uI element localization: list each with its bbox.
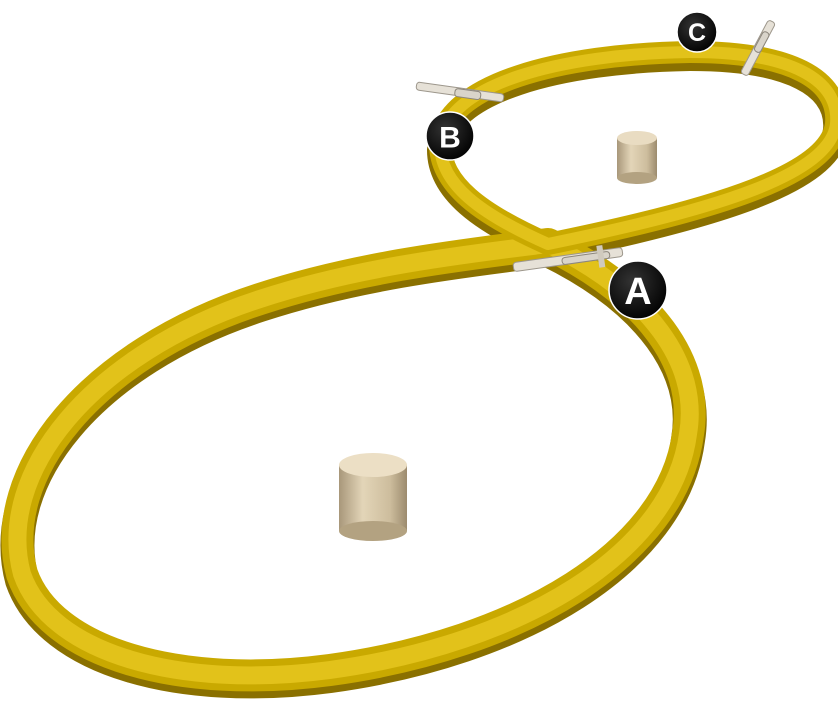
marker-c-label: C	[688, 19, 706, 47]
airplane-icon	[415, 81, 505, 103]
track-figure-eight	[1, 41, 838, 692]
marker-a-label: A	[624, 271, 651, 313]
airplane-icon	[740, 20, 776, 76]
marker-b: B	[425, 111, 475, 161]
airplane-icon	[512, 245, 624, 272]
pylon-near: pylon	[339, 453, 407, 541]
marker-a: A	[608, 260, 668, 320]
pylon-far: pylon	[617, 131, 657, 184]
marker-c: C	[676, 11, 718, 53]
marker-b-label: B	[439, 122, 461, 155]
